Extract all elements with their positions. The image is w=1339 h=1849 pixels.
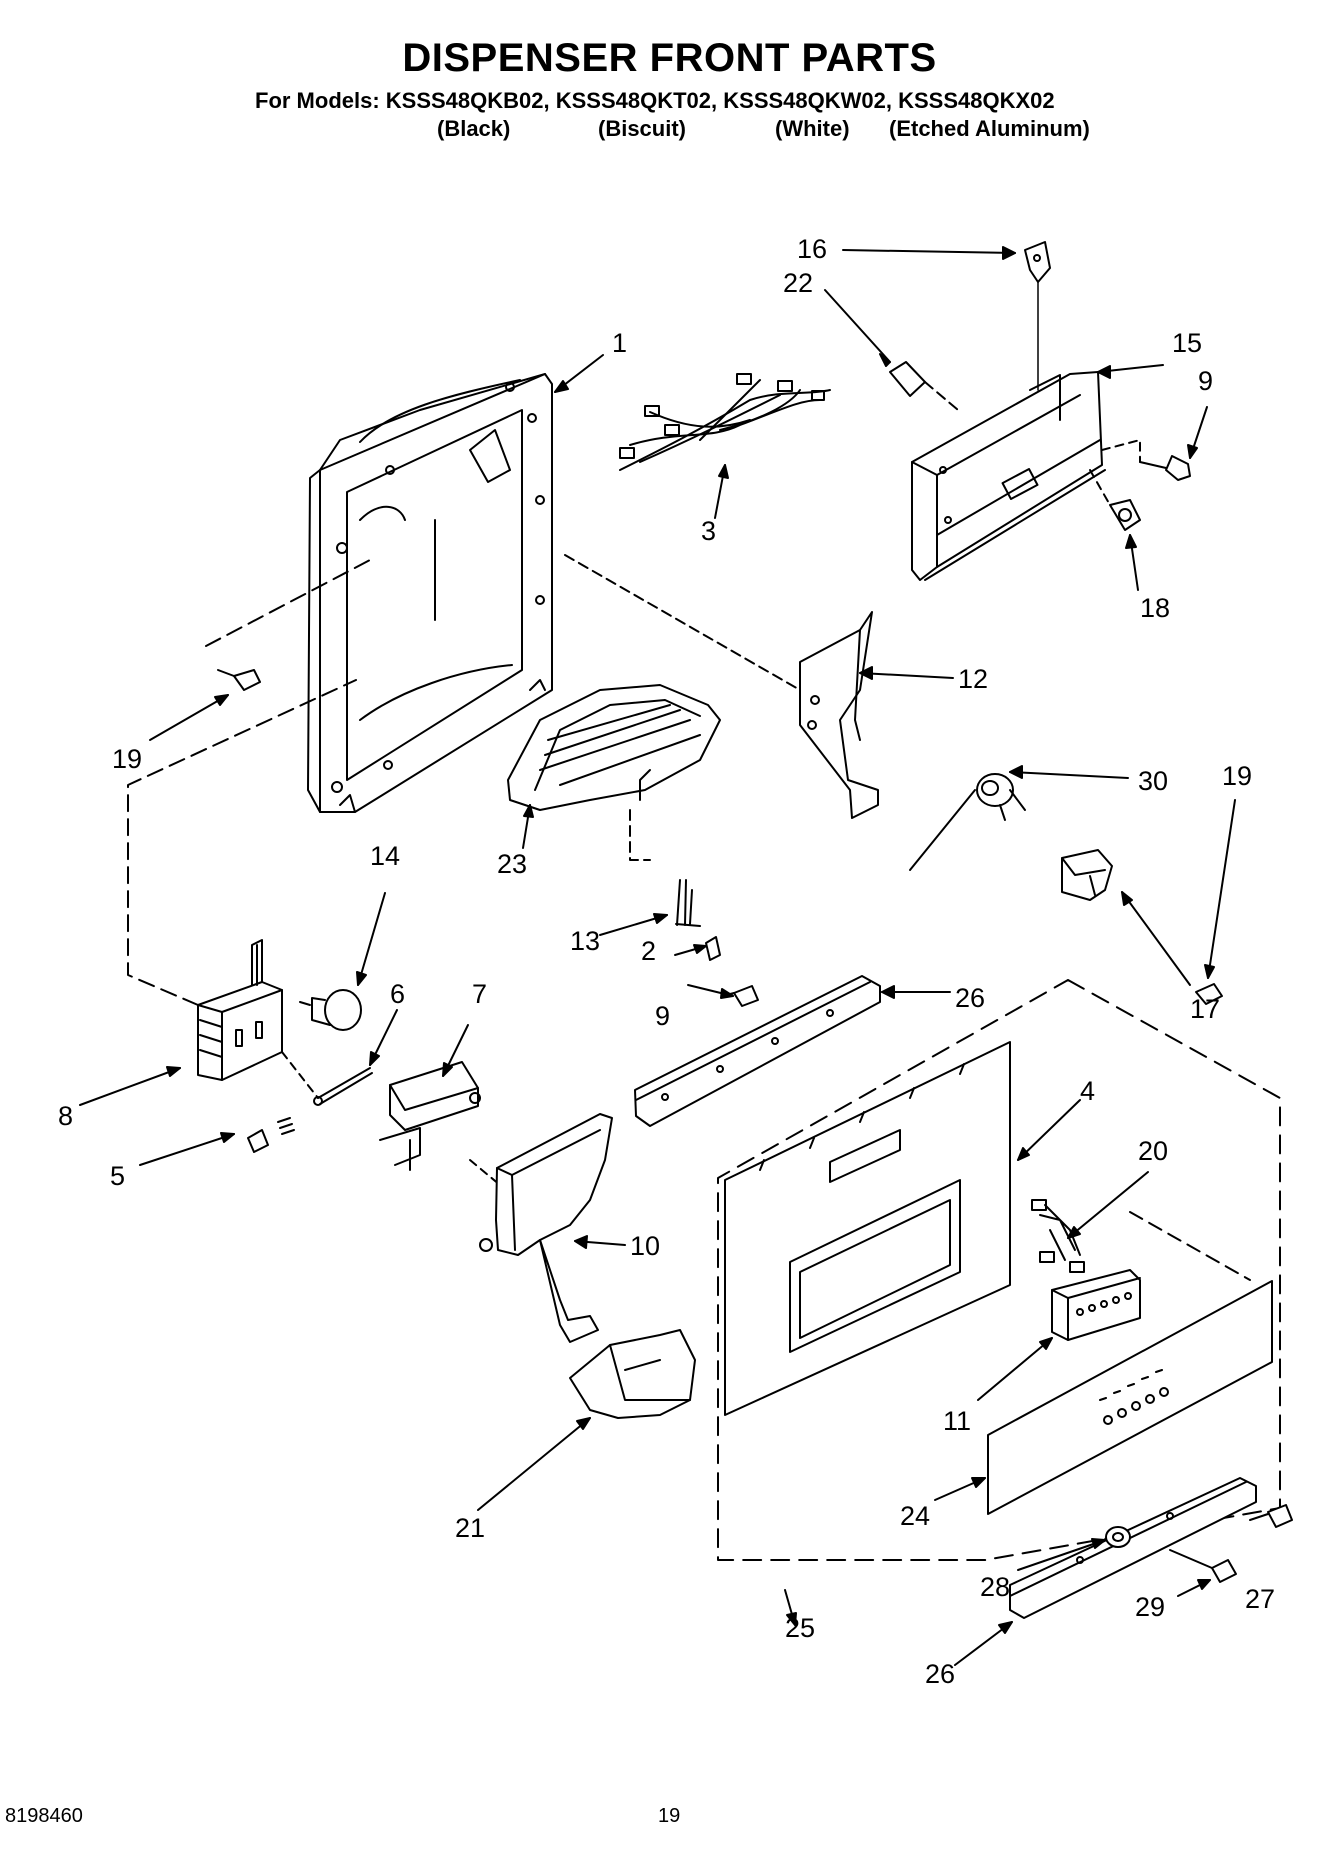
- callout-9-middle: 9: [655, 1001, 670, 1031]
- callout-2: 2: [641, 936, 656, 966]
- callout-29: 29: [1135, 1592, 1165, 1622]
- part-14-motor: [299, 989, 362, 1031]
- part-24-overlay: [987, 1211, 1273, 1515]
- part-19-screw-right: [1195, 983, 1223, 1005]
- callout-3: 3: [701, 516, 716, 546]
- callout-1: 1: [612, 328, 627, 358]
- callout-23: 23: [497, 849, 527, 879]
- finish-etched-aluminum: (Etched Aluminum): [889, 116, 1090, 141]
- part-25-assembly-outline: [717, 979, 1281, 1561]
- callout-7: 7: [472, 979, 487, 1009]
- part-9-screw-upper: [1101, 439, 1191, 481]
- leader-lines: [79, 246, 1236, 1666]
- finish-white: (White): [775, 116, 850, 141]
- callout-25: 25: [785, 1613, 815, 1643]
- part-19-screw-left: [205, 559, 371, 691]
- callout-26-lower: 26: [925, 1659, 955, 1689]
- callout-4: 4: [1080, 1076, 1095, 1106]
- callout-11: 11: [943, 1406, 971, 1436]
- callout-9-upper: 9: [1198, 366, 1213, 396]
- callout-16: 16: [797, 234, 827, 264]
- callout-15: 15: [1172, 328, 1202, 358]
- part-5-spring: [247, 1117, 295, 1153]
- part-4-front-panel: [724, 1041, 1011, 1416]
- callout-12: 12: [958, 664, 988, 694]
- callout-20: 20: [1138, 1136, 1168, 1166]
- part-15-bracket: [911, 371, 1106, 581]
- part-18-switch: [1089, 469, 1141, 531]
- part-17-clip: [1061, 849, 1113, 901]
- callout-6: 6: [390, 979, 405, 1009]
- part-27-screw: [1249, 1504, 1293, 1528]
- part-7-solenoid: [379, 1061, 501, 1186]
- part-13-spring: [675, 879, 701, 927]
- finish-biscuit: (Biscuit): [598, 116, 686, 141]
- part-26-rail-upper: [634, 975, 881, 1127]
- page-number: 19: [658, 1805, 681, 1827]
- finish-black: (Black): [437, 116, 511, 141]
- part-22-lamp: [889, 361, 959, 411]
- callout-26-upper: 26: [955, 983, 985, 1013]
- callout-30: 30: [1138, 766, 1168, 796]
- part-20-harness: [1031, 1199, 1085, 1273]
- part-29-screw: [1169, 1549, 1237, 1583]
- part-1-housing: [307, 373, 553, 813]
- callout-labels: 1 2 3 4 5 6 7 8 9 9 10 11 12 13 14 15 16…: [58, 234, 1275, 1689]
- callout-21: 21: [455, 1513, 485, 1543]
- part-6-pin: [281, 1051, 373, 1106]
- part-12-lever: [564, 554, 879, 819]
- part-26-rail-lower: [1009, 1477, 1257, 1619]
- page-title: DISPENSER FRONT PARTS: [402, 36, 937, 80]
- callout-24: 24: [900, 1501, 930, 1531]
- callout-28: 28: [980, 1572, 1010, 1602]
- part-23-grille: [507, 684, 721, 861]
- part-3-wire-harness: [619, 373, 831, 471]
- part-10-flap: [479, 1113, 613, 1343]
- callout-8: 8: [58, 1101, 73, 1131]
- callout-22: 22: [783, 268, 813, 298]
- callout-10: 10: [630, 1231, 660, 1261]
- callout-17: 17: [1190, 994, 1220, 1024]
- callout-14: 14: [370, 841, 400, 871]
- callout-13: 13: [570, 926, 600, 956]
- part-21-tray: [569, 1329, 696, 1419]
- part-28-grommet: [1105, 1526, 1131, 1548]
- part-11-switch-board: [1051, 1269, 1141, 1341]
- part-2-clip: [705, 936, 721, 961]
- model-list: For Models: KSSS48QKB02, KSSS48QKT02, KS…: [255, 88, 1055, 113]
- callout-27: 27: [1245, 1584, 1275, 1614]
- callout-5: 5: [110, 1161, 125, 1191]
- callout-19-left: 19: [112, 744, 142, 774]
- callout-19-right: 19: [1222, 761, 1252, 791]
- part-30-sensor: [909, 773, 1026, 871]
- part-8-module: [127, 679, 357, 1081]
- part-16-clip: [1024, 241, 1051, 391]
- document-number: 8198460: [5, 1805, 83, 1827]
- callout-18: 18: [1140, 593, 1170, 623]
